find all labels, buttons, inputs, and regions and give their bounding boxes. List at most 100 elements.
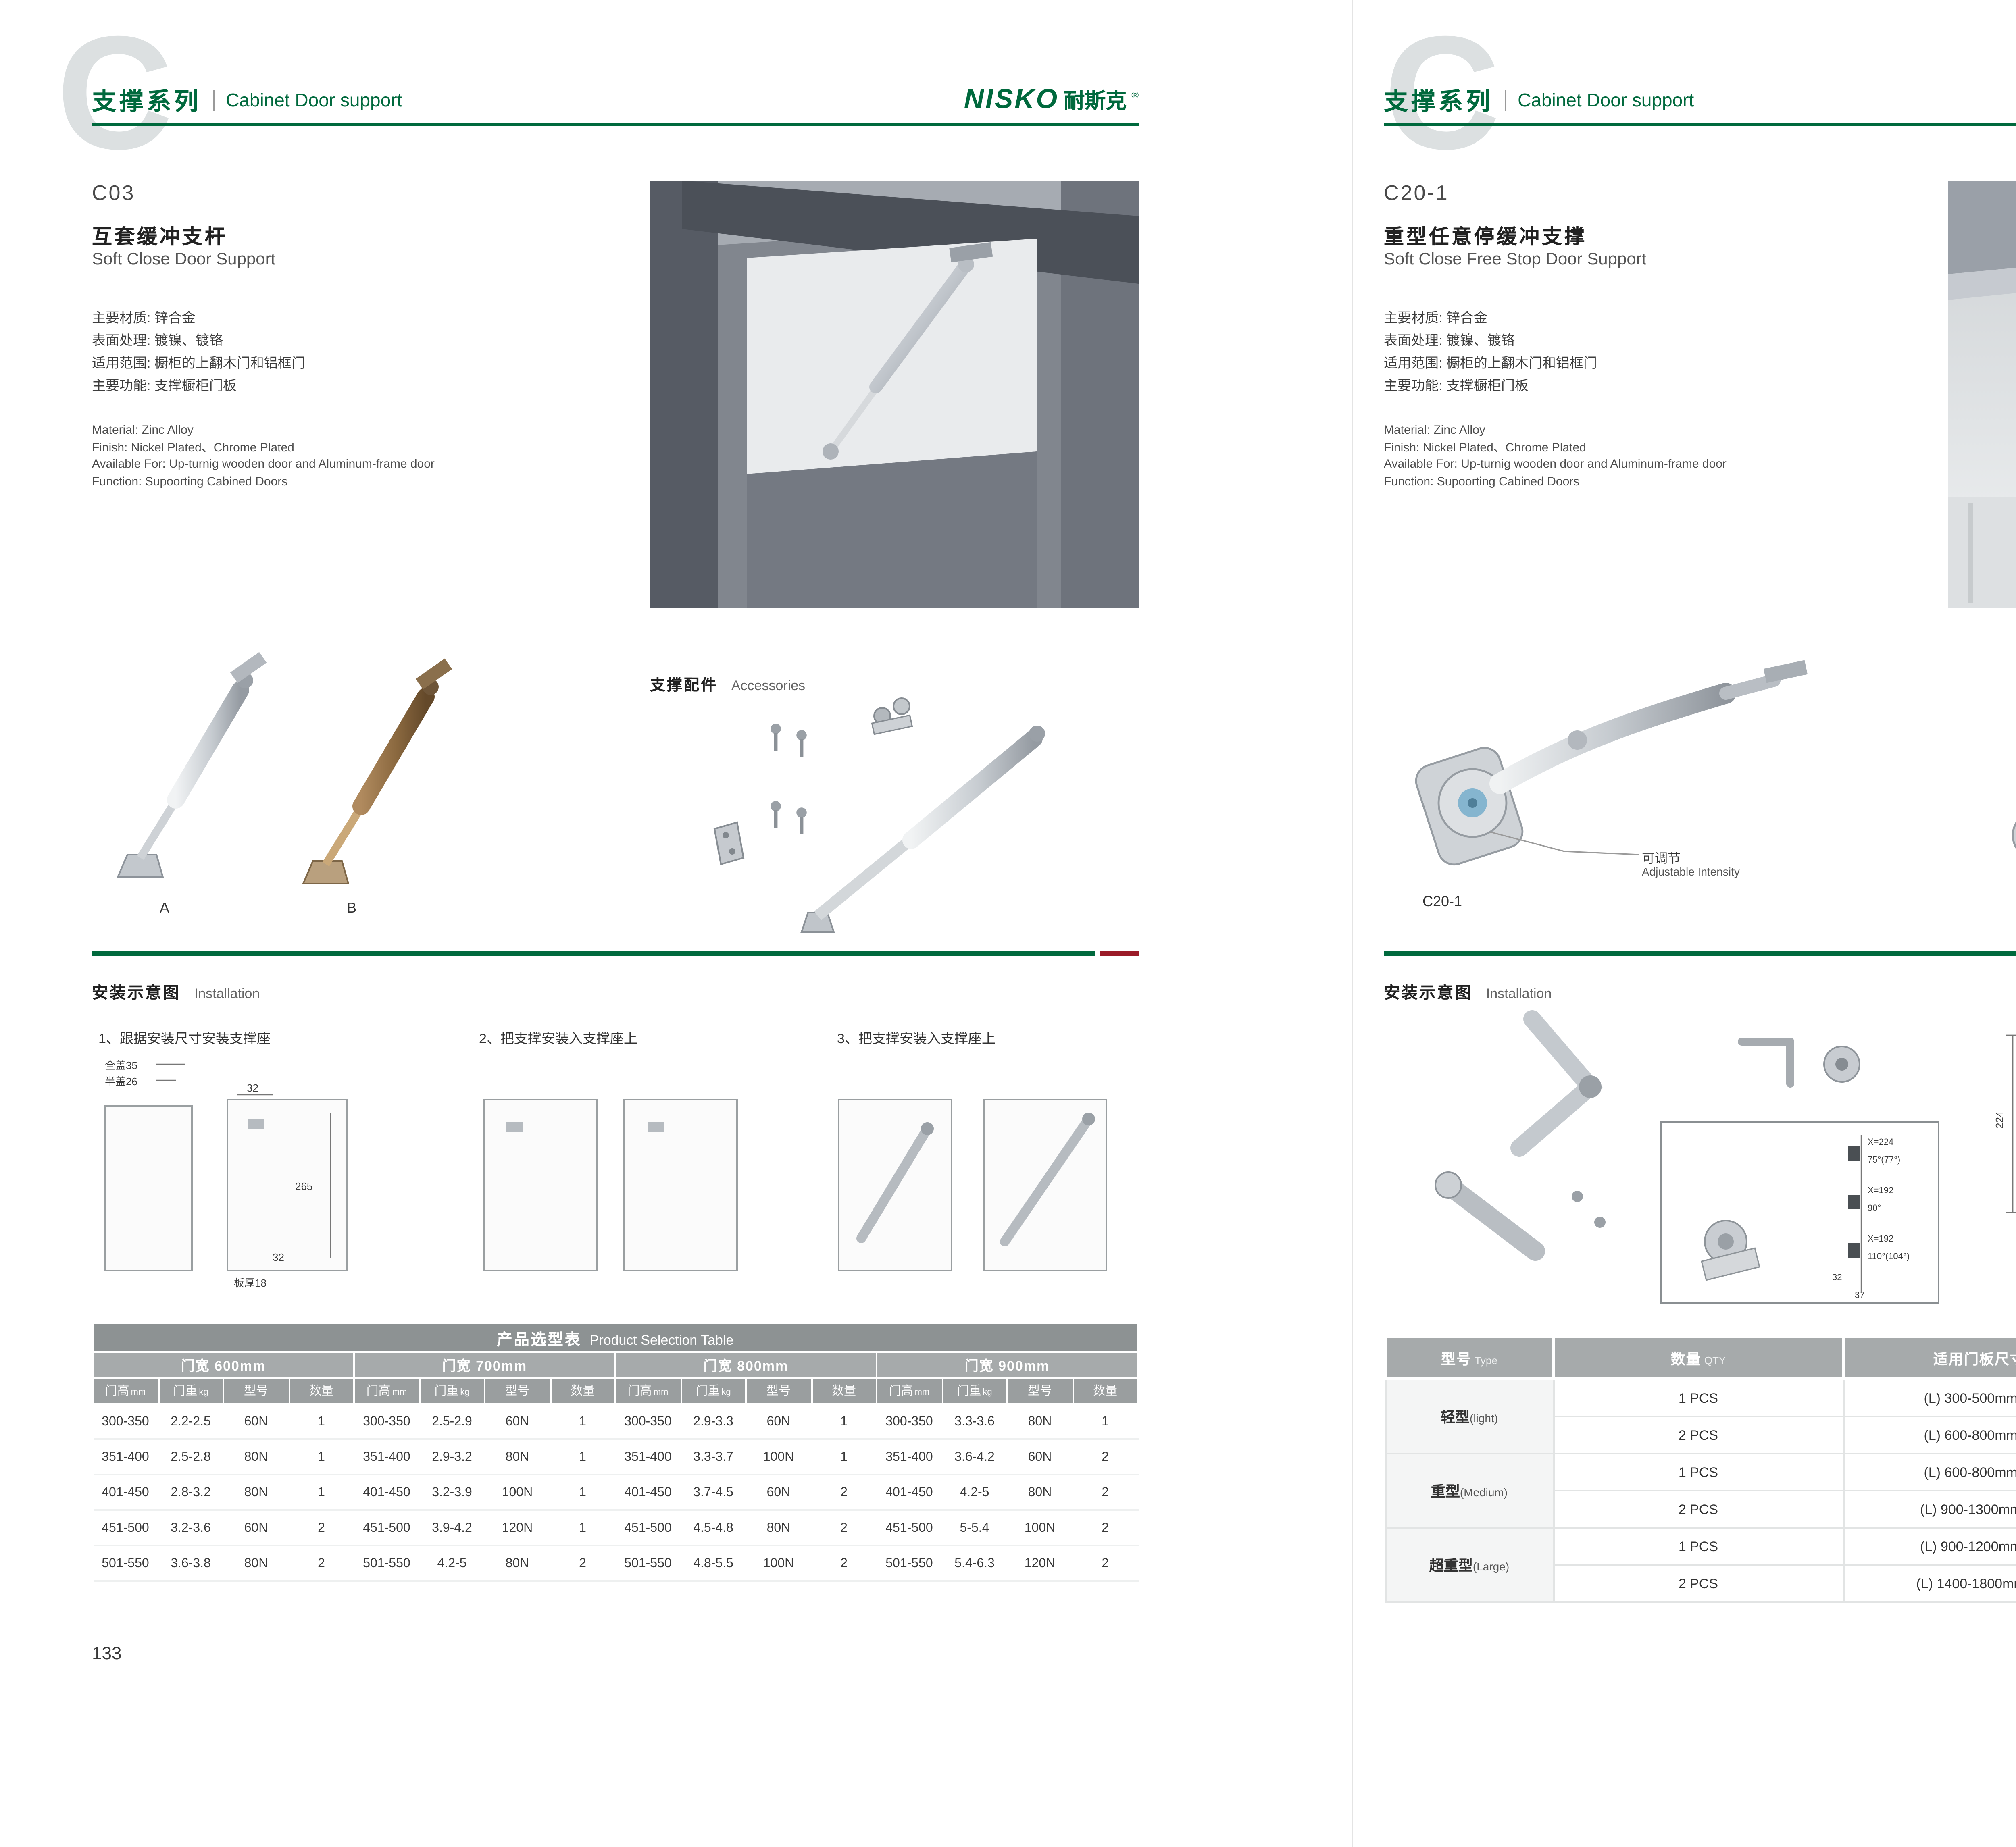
product-name-en: Soft Close Door Support (92, 250, 276, 269)
spec-line: Material: Zinc Alloy (92, 422, 194, 437)
accessories-illustration (713, 697, 1045, 933)
type-en: (Large) (1472, 1562, 1510, 1573)
table-cell: 351-400 (93, 1439, 158, 1475)
table-cell: 1 (550, 1404, 615, 1440)
table-group-header: 门宽 700mm (353, 1351, 616, 1379)
table-cell: 80N (223, 1475, 289, 1511)
product-photo (650, 181, 1139, 608)
brand-logo-text: NISKO (964, 84, 1059, 114)
table-title-en: Product Selection Table (589, 1331, 734, 1347)
table-row: 2 PCS(L) 1400-1800mm（H) 400mm12-16kg (1385, 1563, 2016, 1602)
accessories-image (685, 690, 1108, 935)
section-divider (92, 951, 1139, 955)
type-cn: 轻型 (1440, 1409, 1470, 1425)
table-cell: (L) 900-1300mm（H) 400mm (1843, 1489, 2016, 1528)
table-cell: 2.8-3.2 (158, 1475, 223, 1511)
series-divider (213, 90, 215, 111)
header-en: Type (1472, 1356, 1497, 1367)
table-cell: 451-500 (93, 1510, 158, 1546)
spec-line: Finish: Nickel Plated、Chrome Plated (92, 439, 294, 454)
table-cell: 80N (1007, 1404, 1073, 1440)
dim-box-37: 37 (1855, 1290, 1864, 1300)
table-col-header: 适用门板尺寸 Cabinet size (1842, 1335, 2016, 1380)
table-cell: 451-500 (877, 1510, 942, 1546)
col-header-cn: 数量 (832, 1383, 856, 1398)
table-col-header: 数量 (549, 1377, 616, 1404)
table-col-header: 数量 QTY (1552, 1335, 1845, 1380)
table-group-header: 门宽 600mm (92, 1351, 355, 1379)
spec-line: Available For: Up-turnig wooden door and… (1384, 456, 1727, 471)
specs-cn: 主要材质: 锌合金表面处理: 镀镍、镀铬适用范围: 橱柜的上翻木门和铝框门主要功… (1384, 306, 1597, 397)
type-en: (light) (1470, 1414, 1498, 1425)
brand-logo: NISKO 耐斯克 ® (964, 84, 1139, 116)
type-cn: 重型 (1431, 1483, 1460, 1499)
series-title-cn: 支撑系列 (1384, 89, 1494, 116)
installation-diagram: X=224 75°(77°) X=192 90° X=192 110°(104°… (1384, 1000, 2016, 1322)
table-cell: 2 PCS (1552, 1563, 1844, 1602)
installation-title-cn: 安装示意图 (1384, 985, 1472, 1003)
col-header-unit: mm (914, 1388, 930, 1398)
dim-75deg: 75°(77°) (1868, 1154, 1900, 1165)
table-cell: 2.2-2.5 (158, 1404, 223, 1440)
spec-line: 主要功能: 支撑橱柜门板 (1384, 377, 1529, 393)
table-cell: 3.3-3.6 (942, 1404, 1007, 1440)
table-cell: 2 (289, 1510, 354, 1546)
spec-table-body: 轻型(light)1 PCS(L) 300-500mm（H) 400mm2-3.… (1385, 1378, 2016, 1602)
table-col-header: 型号 (223, 1377, 289, 1404)
table-cell: 2 (1073, 1475, 1138, 1511)
table-cell: 2 (550, 1545, 615, 1582)
table-cell: 4.8-5.5 (681, 1545, 746, 1582)
spec-line: 适用范围: 橱柜的上翻木门和铝框门 (92, 355, 305, 371)
callout-en: Adjustable Intensity (1642, 867, 1740, 879)
dim-x192a: X=192 (1868, 1185, 1893, 1195)
table-cell: (L) 1400-1800mm（H) 400mm (1843, 1563, 2016, 1602)
section-divider (1384, 951, 2016, 955)
table-cell: 2.5-2.9 (419, 1404, 485, 1440)
spec-line: 适用范围: 橱柜的上翻木门和铝框门 (1384, 355, 1597, 371)
series-header: 支撑系列 Cabinet Door support (1384, 84, 1694, 118)
registered-mark-icon: ® (1131, 92, 1139, 102)
table-row: 轻型(light)1 PCS(L) 300-500mm（H) 400mm2-3.… (1385, 1378, 2016, 1454)
spec-line: 主要功能: 支撑橱柜门板 (92, 377, 237, 393)
table-cell: 60N (485, 1404, 550, 1440)
page-number: 133 (92, 1645, 122, 1664)
col-header-cn: 门高 (366, 1383, 391, 1398)
table-cell: 2 PCS (1552, 1489, 1844, 1528)
table-cell: 1 PCS (1552, 1378, 1844, 1416)
table-title-row: 产品选型表 Product Selection Table (92, 1322, 1139, 1353)
cabinet-photo-illustration (650, 181, 1139, 608)
table-group-header: 门宽 900mm (876, 1351, 1139, 1379)
table-cell: 2 (1073, 1545, 1138, 1582)
table-cell: 1 PCS (1552, 1452, 1844, 1491)
table-cell: 100N (746, 1545, 811, 1582)
spec-line: 表面处理: 镀镍、镀铬 (1384, 332, 1515, 348)
table-title-cn: 产品选型表 (497, 1331, 582, 1349)
installation-title-cn: 安装示意图 (92, 985, 181, 1003)
table-cell: 120N (485, 1510, 550, 1546)
type-cell: 轻型(light) (1385, 1378, 1554, 1454)
table-cell: 2.9-3.3 (681, 1404, 746, 1440)
table-row: 重型(Medium)1 PCS(L) 600-800mm（H) 400mm4-6… (1385, 1452, 2016, 1528)
table-cell: 1 (811, 1439, 877, 1475)
col-header-cn: 型号 (244, 1383, 268, 1398)
series-divider (1505, 90, 1507, 111)
table-col-header: 数量 (288, 1377, 355, 1404)
table-cell: 401-450 (354, 1475, 419, 1511)
installation-heading: 安装示意图 Installation (92, 977, 260, 1006)
table-cell: 3.6-4.2 (942, 1439, 1007, 1475)
spec-line: Available For: Up-turnig wooden door and… (92, 456, 435, 471)
table-cell: 5.4-6.3 (942, 1545, 1007, 1582)
table-cell: 80N (223, 1545, 289, 1582)
table-cell: 1 (1073, 1404, 1138, 1440)
